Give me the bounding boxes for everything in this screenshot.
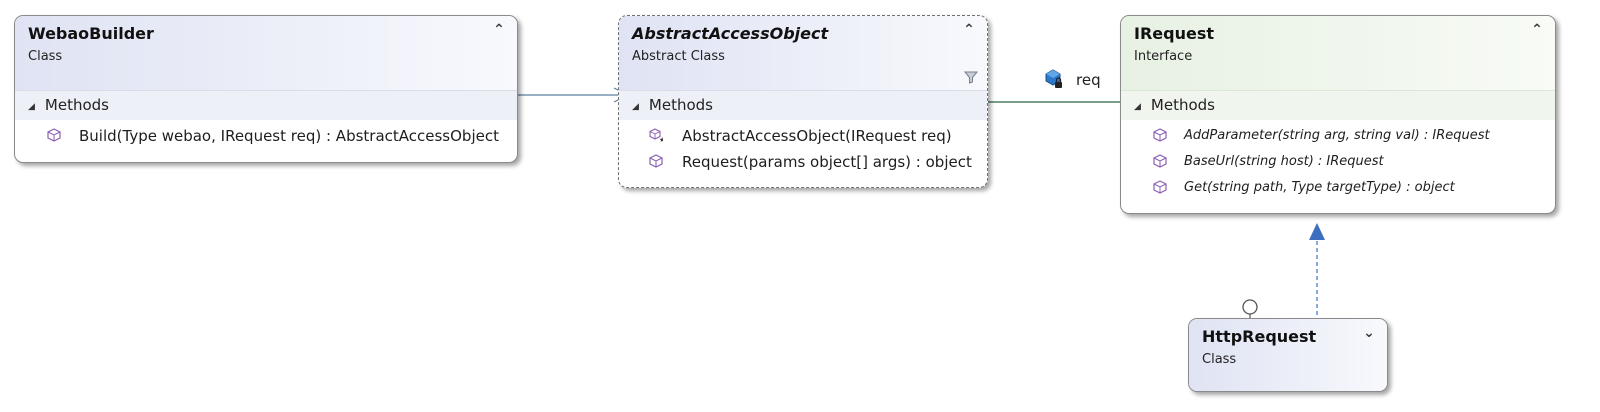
method-signature: Request(params object[] args) : object bbox=[682, 153, 972, 171]
double-chevron-down-icon[interactable]: ⌄︎ bbox=[1363, 325, 1375, 341]
method-signature: BaseUrl(string host) : IRequest bbox=[1184, 154, 1384, 169]
double-chevron-up-icon[interactable]: ⌃︎ bbox=[1531, 22, 1543, 38]
method-row[interactable]: Request(params object[] args) : object bbox=[619, 149, 987, 175]
irequest-interface-node[interactable]: IRequest Interface ⌃︎ ◢ Methods AddParame… bbox=[1120, 15, 1556, 214]
node-kind: Abstract Class bbox=[632, 49, 725, 64]
realization-connector[interactable] bbox=[1309, 223, 1325, 322]
constructor-row[interactable]: ★ AbstractAccessObject(IRequest req) bbox=[619, 123, 987, 149]
node-title: WebaoBuilder bbox=[28, 24, 154, 43]
method-signature: AddParameter(string arg, string val) : I… bbox=[1184, 128, 1490, 143]
node-header: IRequest Interface ⌃︎ bbox=[1121, 16, 1555, 90]
method-cube-icon bbox=[1153, 180, 1167, 194]
triangle-collapse-icon: ◢ bbox=[1134, 102, 1141, 112]
node-title: IRequest bbox=[1134, 24, 1214, 43]
node-title: HttpRequest bbox=[1202, 327, 1317, 346]
method-cube-icon bbox=[47, 128, 61, 142]
section-label: Methods bbox=[44, 96, 109, 114]
method-signature: Get(string path, Type targetType) : obje… bbox=[1184, 180, 1455, 195]
dependency-connector[interactable] bbox=[518, 87, 630, 103]
svg-text:★: ★ bbox=[659, 136, 663, 142]
method-cube-icon bbox=[1153, 128, 1167, 142]
method-signature: AbstractAccessObject(IRequest req) bbox=[682, 127, 952, 145]
node-kind: Interface bbox=[1134, 49, 1193, 64]
methods-section-toggle[interactable]: ◢ Methods bbox=[15, 90, 517, 120]
triangle-collapse-icon: ◢ bbox=[28, 102, 35, 112]
method-row[interactable]: Get(string path, Type targetType) : obje… bbox=[1121, 175, 1555, 201]
webaobuilder-class-node[interactable]: WebaoBuilder Class ⌃︎ ◢ Methods Build(Typ… bbox=[14, 15, 518, 163]
method-row[interactable]: BaseUrl(string host) : IRequest bbox=[1121, 149, 1555, 175]
method-signature: Build(Type webao, IRequest req) : Abstra… bbox=[79, 127, 499, 145]
methods-section-toggle[interactable]: ◢ Methods bbox=[619, 90, 987, 120]
constructor-cube-icon: ★ bbox=[649, 128, 663, 142]
double-chevron-up-icon[interactable]: ⌃︎ bbox=[493, 22, 505, 38]
node-kind: Class bbox=[1202, 352, 1237, 367]
method-row[interactable]: Build(Type webao, IRequest req) : Abstra… bbox=[15, 123, 517, 149]
association-connector[interactable] bbox=[988, 93, 1144, 111]
node-header: HttpRequest Class ⌄︎ bbox=[1189, 319, 1387, 391]
section-label: Methods bbox=[648, 96, 713, 114]
node-header: WebaoBuilder Class ⌃︎ bbox=[15, 16, 517, 90]
abstractaccessobject-class-node[interactable]: AbstractAccessObject Abstract Class ⌃︎ ◢… bbox=[618, 15, 988, 188]
section-label: Methods bbox=[1150, 96, 1215, 114]
method-row[interactable]: AddParameter(string arg, string val) : I… bbox=[1121, 123, 1555, 149]
methods-section-toggle[interactable]: ◢ Methods bbox=[1121, 90, 1555, 120]
private-field-icon bbox=[1045, 69, 1062, 88]
filter-icon[interactable] bbox=[964, 70, 978, 84]
node-title: AbstractAccessObject bbox=[632, 24, 829, 43]
httprequest-class-node[interactable]: HttpRequest Class ⌄︎ bbox=[1188, 318, 1388, 392]
association-label: req bbox=[1076, 71, 1101, 89]
method-cube-icon bbox=[649, 154, 663, 168]
triangle-collapse-icon: ◢ bbox=[632, 102, 639, 112]
method-cube-icon bbox=[1153, 154, 1167, 168]
node-kind: Class bbox=[28, 49, 63, 64]
double-chevron-up-icon[interactable]: ⌃︎ bbox=[963, 22, 975, 38]
node-header: AbstractAccessObject Abstract Class ⌃︎ bbox=[619, 16, 987, 90]
